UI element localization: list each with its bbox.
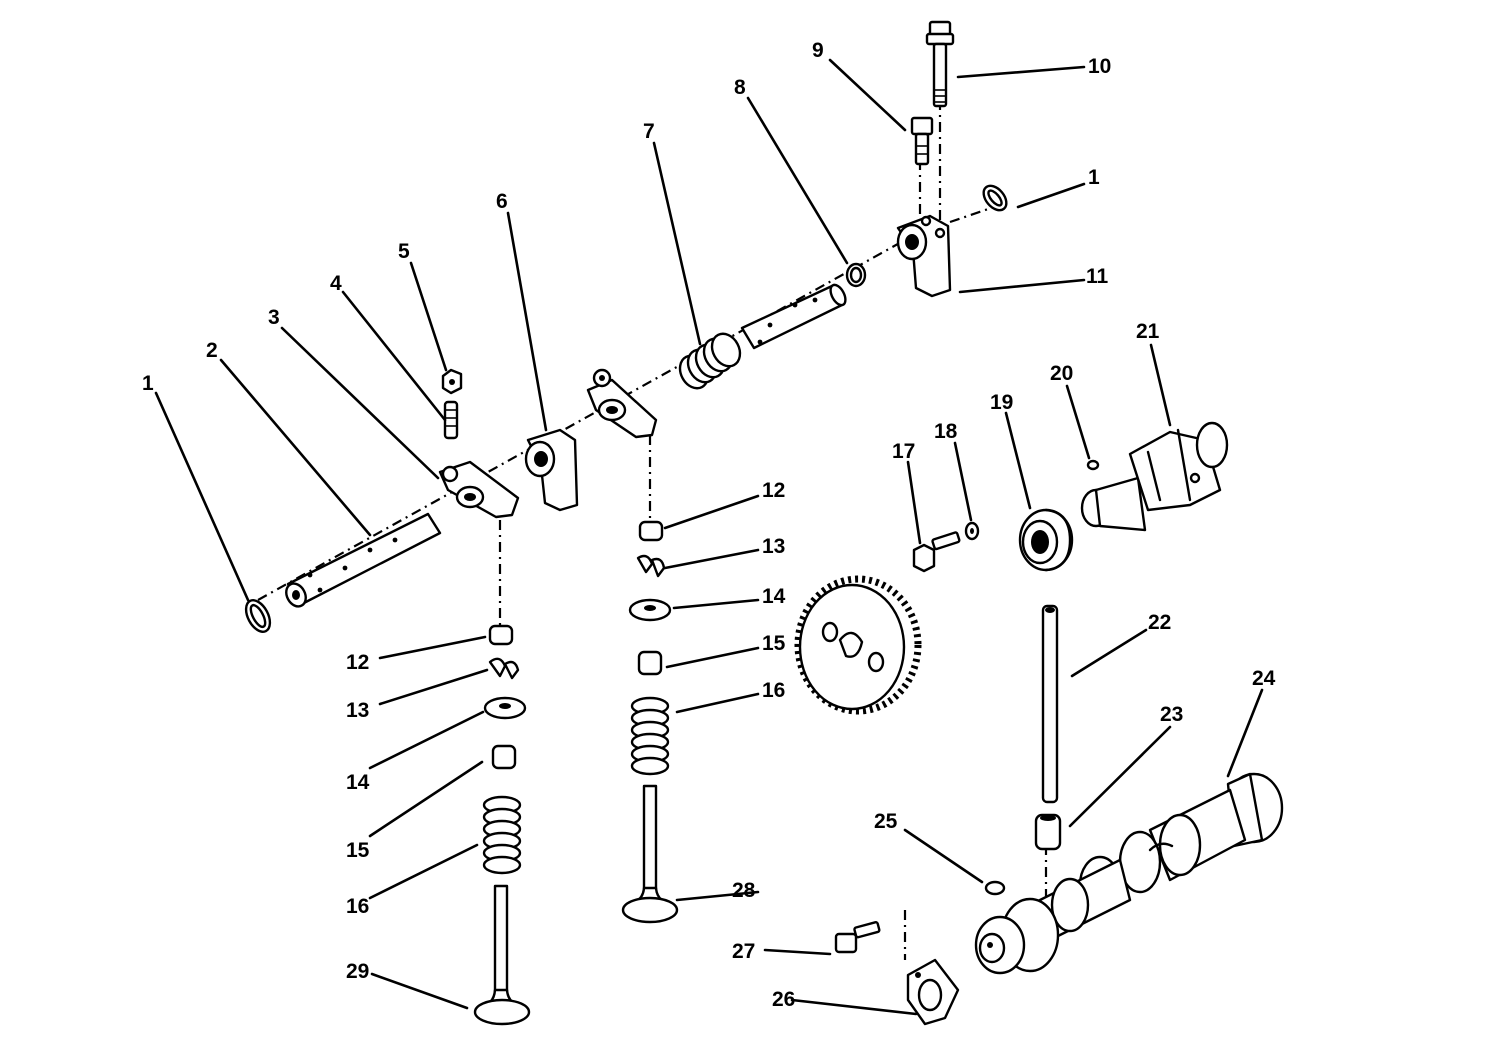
callout-13-keepers-left: 13 [346,699,369,722]
callout-15-seal-center: 15 [762,632,786,655]
camshaft-key [984,880,1006,896]
callout-16-spring-left: 16 [346,895,369,918]
valve-spring-left [482,795,522,875]
short-bolt [910,116,934,166]
callout-26-thrust-plate: 26 [772,988,795,1011]
callout-19-bearing: 19 [990,391,1013,414]
callout-7-rocker-spring: 7 [643,120,655,143]
callout-12-valve-cap-left: 12 [346,651,369,674]
valve-seal-center [637,650,663,676]
camshaft [974,772,1284,975]
rocker-shaft-right [740,283,847,350]
callout-2-rocker-shaft: 2 [206,339,218,362]
callout-24-camshaft: 24 [1252,667,1276,690]
valve-cap-center [638,520,664,542]
gear-bolt [912,531,961,573]
lock-nut [441,368,463,395]
camshaft-gear [794,575,922,715]
spacer-washer [845,262,867,288]
callout-labels: 1 2 3 4 5 6 7 8 9 10 1 11 12 13 14 15 16… [142,39,1276,1011]
camshaft-thrust-plate [906,958,960,1026]
callout-8-spacer: 8 [734,76,746,99]
callout-14-retainer-center: 14 [762,585,786,608]
rocker-spring [678,332,742,390]
adjusting-stud [443,400,459,440]
crankshaft [1080,421,1229,532]
intake-valve [621,784,679,924]
gear-washer [964,521,980,541]
snap-ring-right [982,184,1008,212]
valve-keepers-center [636,554,666,578]
callout-10-long-bolt: 10 [1088,55,1111,78]
callout-12-valve-cap-center: 12 [762,479,785,502]
valve-keepers-left [488,657,520,680]
callout-13-keepers-center: 13 [762,535,785,558]
valve-cap-left [488,624,514,646]
exhaust-valve [473,884,531,1026]
callout-18-washer: 18 [934,420,958,443]
callout-4-adjusting-stud: 4 [330,272,342,295]
rocker-shaft-bracket-left [524,428,579,512]
long-bolt [925,20,955,108]
callout-17-gear-bolt: 17 [892,440,915,463]
callout-29-exhaust-valve: 29 [346,960,369,983]
callout-20-crank-key: 20 [1050,362,1073,385]
callout-1-snap-ring-left: 1 [142,372,154,395]
crankshaft-bearing [1018,508,1074,572]
callout-28-intake-valve: 28 [732,879,756,902]
rocker-arm-left [438,460,520,519]
crank-key [1086,459,1100,471]
callout-15-seal-left: 15 [346,839,370,862]
thrust-plate-screw [834,921,881,954]
callout-27-thrust-plate-screw: 27 [732,940,755,963]
rocker-shaft-left [285,512,442,608]
spring-retainer-center [628,598,672,622]
snap-ring-left [244,599,272,633]
callout-23-lifter: 23 [1160,703,1183,726]
callout-21-crankshaft: 21 [1136,320,1160,343]
callout-16-spring-center: 16 [762,679,785,702]
valve-spring-center [630,696,670,776]
callout-14-retainer-left: 14 [346,771,370,794]
callout-6-shaft-bracket: 6 [496,190,508,213]
valve-lifter [1034,813,1062,851]
callout-1-snap-ring-right: 1 [1088,166,1100,189]
rocker-shaft-bracket-right [896,214,952,298]
callout-11-shaft-bracket-right: 11 [1086,265,1109,288]
callout-9-short-bolt: 9 [812,39,824,62]
rocker-arm-center [586,368,658,439]
leader-lines [154,58,1264,1016]
spring-retainer-left [483,696,527,720]
callout-22-pushrod: 22 [1148,611,1171,634]
callout-3-rocker-arm: 3 [268,306,280,329]
valve-seal-left [491,744,517,770]
callout-25-camshaft-key: 25 [874,810,898,833]
callout-5-lock-nut: 5 [398,240,410,263]
pushrod [1041,604,1059,804]
